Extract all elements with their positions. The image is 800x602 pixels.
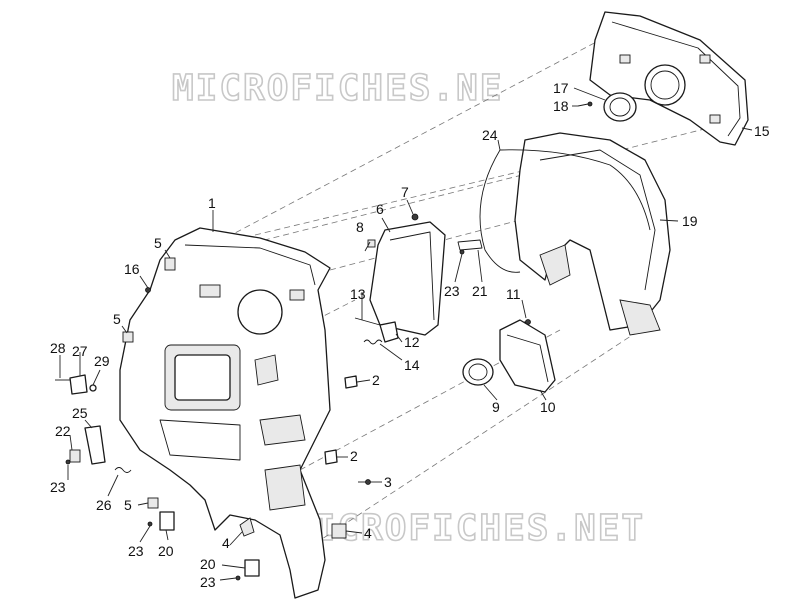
leader-lines [59,87,753,581]
part-16-screw [145,287,151,293]
callout-18: 18 [553,98,569,114]
part-23-screw-left [65,459,71,465]
callout-28: 28 [50,340,66,356]
part-14-spring [363,339,383,345]
callout-1: 1 [208,195,216,211]
callout-27: 27 [72,343,88,359]
part-19-glovebox-shell [514,132,671,336]
callout-23: 23 [128,543,144,559]
callout-10: 10 [540,399,556,415]
callout-23: 23 [200,574,216,590]
part-3-screw [358,479,371,485]
callout-labels: 1 5 16 5 28 27 29 25 22 23 26 5 23 20 4 … [50,80,770,590]
part-21-clip [457,239,483,251]
callout-5: 5 [113,311,121,327]
callout-23: 23 [50,479,66,495]
callout-3: 3 [384,474,392,490]
part-8-fastener [367,239,376,248]
part-23-screw-low [147,521,153,527]
callout-24: 24 [482,127,498,143]
part-13-pin [354,317,381,326]
callout-14: 14 [404,357,420,373]
callout-22: 22 [55,423,71,439]
callout-25: 25 [72,405,88,421]
callout-20: 20 [158,543,174,559]
part-27-bracket [69,374,88,395]
callout-6: 6 [376,201,384,217]
part-29-nut [89,384,97,392]
callout-23: 23 [444,283,460,299]
callout-29: 29 [94,353,110,369]
callout-9: 9 [492,399,500,415]
part-17-ring [603,92,637,122]
callout-13: 13 [350,286,366,302]
part-18-screw [577,101,593,107]
part-9-grommet [462,358,494,386]
part-2-screw-lower [324,449,338,465]
part-26-spring [114,467,132,473]
callout-12: 12 [404,334,420,350]
part-24-seal-strip [479,149,651,273]
part-7-fastener [411,213,419,221]
part-12-latch [379,321,399,343]
callout-11: 11 [506,286,521,302]
part-1-leg-shield [119,227,331,599]
callout-16: 16 [124,261,140,277]
part-5-clip-low [147,497,159,509]
part-25-bracket [84,425,106,465]
callout-4: 4 [222,535,230,551]
part-20-bracket-bottom [244,559,260,577]
part-10-housing [499,319,556,393]
part-2-screw-upper [344,375,358,389]
callout-26: 26 [96,497,112,513]
callout-7: 7 [401,184,409,200]
part-22-clip [69,449,81,463]
part-4-clip-right [331,523,347,539]
callout-2: 2 [372,372,380,388]
part-5-clip-mid [122,331,134,343]
part-4-clip-left [239,517,255,537]
part-5-clip-top [164,257,176,271]
part-23-screw-top [459,249,465,255]
callout-15: 15 [754,123,770,139]
part-23-screw-bottom [235,575,241,581]
callout-5: 5 [124,497,132,513]
callout-2: 2 [350,448,358,464]
callout-5: 5 [154,235,162,251]
part-20-bracket-low [159,511,175,531]
part-15-inner-panel [589,11,749,146]
callout-21: 21 [472,283,488,299]
callout-17: 17 [553,80,569,96]
watermark-top: MICROFICHES.NE [172,68,503,109]
callout-8: 8 [356,219,364,235]
part-6-cover [369,221,446,336]
callout-4: 4 [364,525,372,541]
watermark-bottom: MICROFICHES.NET [290,508,645,549]
callout-20: 20 [200,556,216,572]
callout-19: 19 [682,213,698,229]
